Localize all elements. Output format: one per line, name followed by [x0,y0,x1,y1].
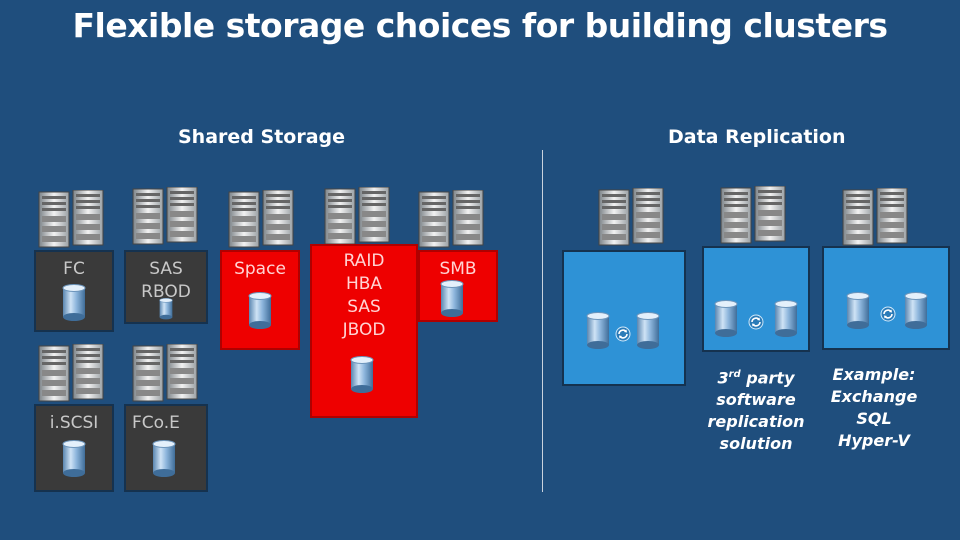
database-cylinder-icon [350,356,374,394]
third-party-note: 3rd party software replication solution [700,364,812,455]
third-party-prefix: 3 [717,368,729,388]
database-cylinder-icon [62,284,86,322]
database-cylinder-icon [586,312,610,350]
database-cylinder-icon [774,300,798,338]
data-replication-heading: Data Replication [668,126,846,148]
space-label: Space [234,259,286,279]
fc-label: FC [63,259,85,279]
database-cylinder-icon [62,440,86,478]
server-rack-icon [598,188,666,246]
server-rack-icon [228,190,296,248]
example-note: Example: Exchange SQL Hyper-V [822,364,926,452]
space-storage-box: Space [220,250,300,350]
database-cylinder-icon [904,292,928,330]
fcoe-storage-box: FCo.E [124,404,208,492]
section-divider [542,150,543,492]
third-party-line2: software [716,390,796,410]
raid-hba-sas-jbod-label: RAID HBA SAS JBOD [342,251,386,340]
shared-storage-heading: Shared Storage [178,126,346,148]
server-rack-icon [132,187,200,245]
fcoe-label: FCo.E [132,413,180,433]
replication-box-1 [562,250,686,386]
third-party-sup: rd [728,369,741,380]
server-rack-icon [324,187,392,245]
smb-label: SMB [439,259,477,279]
database-cylinder-icon [154,298,178,320]
third-party-line3: replication [707,412,805,432]
iscsi-label: i.SCSI [49,413,99,433]
third-party-line4: solution [719,434,793,454]
example-line4: Hyper-V [838,431,910,450]
replication-sync-icon [748,314,764,330]
server-rack-icon [418,190,486,248]
server-rack-icon [38,344,106,402]
slide-title: Flexible storage choices for building cl… [72,6,888,45]
database-cylinder-icon [440,280,464,318]
sas-rbod-storage-box: SAS RBOD [124,250,208,324]
sas-rbod-label: SAS RBOD [141,259,191,302]
database-cylinder-icon [248,292,272,330]
server-rack-icon [720,186,788,244]
database-cylinder-icon [152,440,176,478]
replication-sync-icon [880,306,896,322]
server-rack-icon [132,344,200,402]
replication-box-3 [822,246,950,350]
example-line3: SQL [856,409,892,428]
server-rack-icon [842,188,910,246]
server-rack-icon [38,190,106,248]
example-line1: Example: [832,365,916,384]
third-party-rest: party [740,368,795,388]
database-cylinder-icon [846,292,870,330]
database-cylinder-icon [714,300,738,338]
database-cylinder-icon [636,312,660,350]
example-line2: Exchange [830,387,918,406]
replication-sync-icon [615,326,631,342]
